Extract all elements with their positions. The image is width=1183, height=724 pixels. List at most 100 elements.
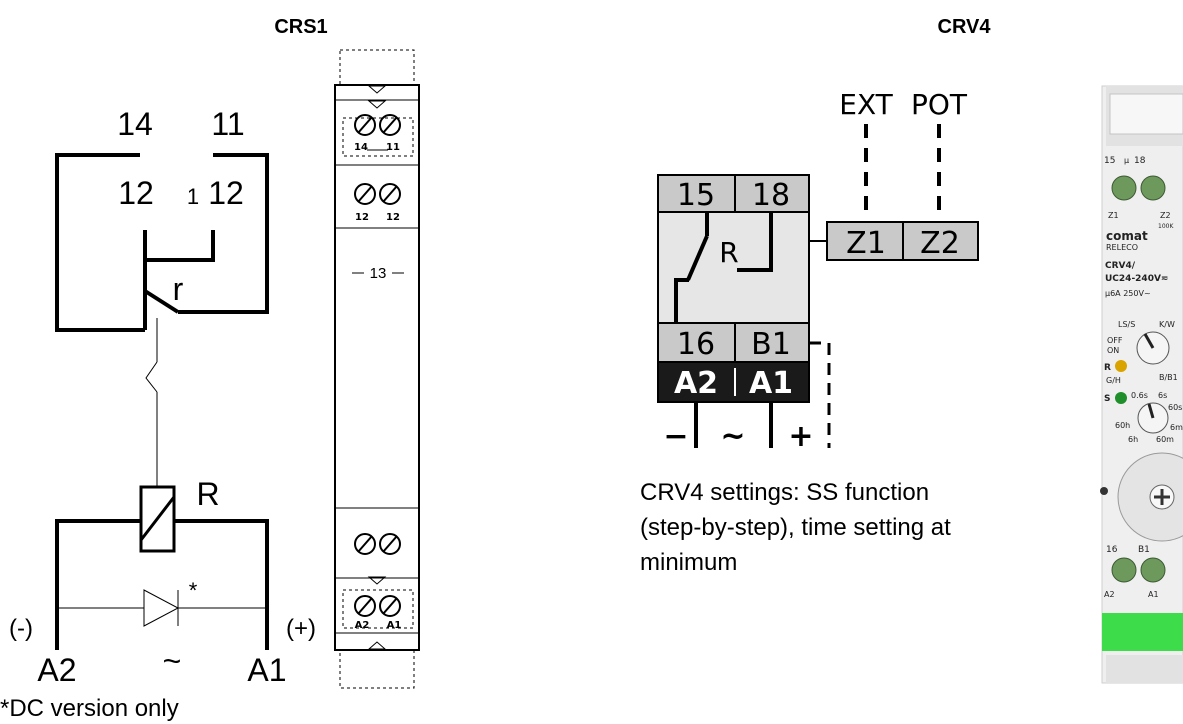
module-label-12b: 12 xyxy=(386,212,400,223)
supply-minus-label: (-) xyxy=(9,615,33,642)
device-func-kw: K/W xyxy=(1159,320,1175,329)
device-green-label-strip xyxy=(1102,613,1183,651)
device-rating: μ6A 250V~ xyxy=(1105,289,1151,298)
device-model-2: UC24-240V≂ xyxy=(1105,274,1168,284)
contact-wire-14 xyxy=(55,153,145,332)
coil-label: R xyxy=(196,476,219,512)
device-led-s-label: S xyxy=(1104,394,1110,404)
device-func-ls: LS/S xyxy=(1118,320,1135,329)
crv4-schematic: EXT POT 15 18 Z1 Z2 R 16 B1 A2 xyxy=(640,88,979,576)
mechanical-link-zigzag xyxy=(145,361,158,393)
device-pot-value: 100K xyxy=(1158,223,1174,230)
device-top-terminal-18: 18 xyxy=(1134,156,1146,166)
screw-terminal-12b xyxy=(379,183,401,205)
diode-asterisk: * xyxy=(189,578,198,603)
crv4-relay-label: R xyxy=(719,236,738,269)
device-time-6s: 6s xyxy=(1158,391,1167,400)
crs1-schematic: 14 11 12 1 12 r R * (-) (+) A2 ~ A1 xyxy=(0,106,316,722)
supply-wire-a1 xyxy=(174,519,269,650)
crv4-terminal-a2: A2 xyxy=(674,366,718,401)
module-label-12a: 12 xyxy=(355,212,369,223)
device-bottom-a1: A1 xyxy=(1148,590,1159,599)
crv4-top-terminal-strip xyxy=(657,174,810,213)
device-led-r-label: R xyxy=(1104,363,1111,373)
supply-tilde-label: ~ xyxy=(163,643,182,679)
crs1-heading: CRS1 xyxy=(274,16,327,38)
screw-terminal-11 xyxy=(379,114,401,136)
settings-line-2: (step-by-step), time setting at xyxy=(640,514,951,541)
device-top-window xyxy=(1109,93,1183,135)
device-top-terminal-15: 15 xyxy=(1104,156,1115,166)
device-led-r xyxy=(1115,360,1127,372)
crv4-terminal-a1: A1 xyxy=(749,366,793,401)
device-screw-top-right xyxy=(1140,175,1166,201)
device-time-6h: 6h xyxy=(1128,435,1138,444)
device-func-on: ON xyxy=(1107,346,1119,355)
crv4-terminal-15: 15 xyxy=(677,178,715,213)
supply-a2-label: A2 xyxy=(37,652,76,688)
module-label-14: 14 xyxy=(354,142,368,153)
device-brand-top: comat xyxy=(1106,229,1148,243)
crv4-internal-contact xyxy=(674,212,773,323)
z2-terminal: Z2 xyxy=(920,226,960,261)
settings-line-3: minimum xyxy=(640,549,737,576)
device-screw-top-left xyxy=(1111,175,1137,201)
module-notch-2 xyxy=(367,100,387,109)
device-model-1: CRV4/ xyxy=(1105,261,1136,271)
device-side-peg xyxy=(1100,487,1108,495)
crv4-heading: CRV4 xyxy=(938,16,992,38)
module-label-11: 11 xyxy=(386,142,400,153)
device-time-dial-pointer xyxy=(1147,403,1155,419)
supply-plus-symbol: + xyxy=(788,419,813,454)
terminal-12-left-label: 12 xyxy=(118,175,154,211)
terminal-12-right-label: 12 xyxy=(208,175,244,211)
device-screw-bottom-left xyxy=(1111,557,1137,583)
device-time-60m: 60m xyxy=(1156,435,1174,444)
module-label-a1: A1 xyxy=(387,620,402,631)
contact-switch-blade xyxy=(143,289,180,314)
crv4-terminal-18: 18 xyxy=(752,178,790,213)
contact-wire-12 xyxy=(145,230,215,262)
device-func-dial-pointer xyxy=(1143,333,1155,349)
device-time-60h: 60h xyxy=(1115,421,1130,430)
dc-footnote: *DC version only xyxy=(0,695,179,722)
ext-label: EXT xyxy=(839,88,893,121)
device-top-mu: μ xyxy=(1124,156,1129,165)
settings-line-1: CRV4 settings: SS function xyxy=(640,479,929,506)
screw-terminal-blank-b xyxy=(379,533,401,555)
crv4-terminal-b1: B1 xyxy=(751,327,791,362)
screw-terminal-a1 xyxy=(379,595,401,617)
supply-plus-label: (+) xyxy=(286,615,316,642)
device-z1-label: Z1 xyxy=(1108,211,1119,220)
module-notch-3 xyxy=(367,576,387,585)
screw-terminal-12a xyxy=(354,183,376,205)
device-time-6m: 6m xyxy=(1170,423,1183,432)
coil-diagonal xyxy=(139,496,176,541)
device-screw-bottom-right xyxy=(1140,557,1166,583)
terminal-14-label: 14 xyxy=(117,106,153,142)
terminal-11-label: 11 xyxy=(211,106,244,142)
device-func-gh: G/H xyxy=(1106,376,1121,385)
supply-a1-label: A1 xyxy=(247,652,286,688)
terminal-12-prefix: 1 xyxy=(187,184,199,209)
device-bottom-16: 16 xyxy=(1106,545,1118,555)
pot-label: POT xyxy=(911,88,968,121)
crv4-terminal-16: 16 xyxy=(677,327,715,362)
device-bottom-b1: B1 xyxy=(1138,545,1150,555)
device-z2-label: Z2 xyxy=(1160,211,1171,220)
module-label-a2: A2 xyxy=(355,620,370,631)
b1-dashed-wire xyxy=(809,341,831,448)
device-func-off: OFF xyxy=(1107,336,1123,345)
device-bottom-a2: A2 xyxy=(1104,590,1115,599)
screw-terminal-14 xyxy=(354,114,376,136)
supply-minus-symbol: − xyxy=(663,419,688,454)
module-center-label: 13 xyxy=(370,265,387,282)
device-led-s xyxy=(1115,392,1127,404)
device-time-60s: 60s xyxy=(1168,403,1182,412)
screw-terminal-blank-a xyxy=(354,533,376,555)
crv4-body xyxy=(657,211,810,324)
diode-symbol xyxy=(143,589,180,627)
screw-terminal-a2 xyxy=(354,595,376,617)
supply-tilde-symbol: ~ xyxy=(720,419,745,454)
